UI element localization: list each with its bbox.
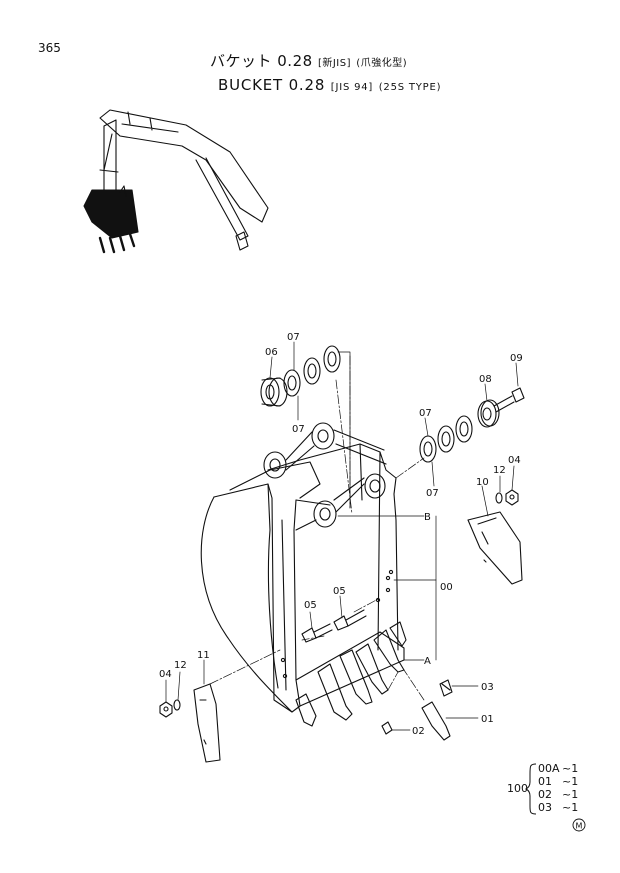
- title-jp-standard: [新JIS]: [317, 58, 352, 69]
- part-07-shims-right: [419, 415, 473, 463]
- callout-11: 11: [197, 650, 210, 661]
- bucket-teeth: [295, 621, 407, 727]
- callout-08: 08: [479, 374, 492, 385]
- part-09-bolt: [493, 387, 525, 413]
- page-number: 365: [38, 41, 61, 55]
- part-04-nut-right: [505, 489, 519, 506]
- callout-12-right: 12: [493, 465, 506, 476]
- callout-04-right: 04: [508, 455, 521, 466]
- callout-06: 06: [265, 347, 278, 358]
- callout-02: 02: [412, 726, 425, 737]
- callout-10: 10: [476, 477, 489, 488]
- part-05-bolts: [301, 609, 367, 643]
- callout-03: 03: [481, 682, 494, 693]
- callout-12-left: 12: [174, 660, 187, 671]
- assembly-row-qty: ~1: [562, 762, 578, 775]
- callout-07-d: 07: [426, 488, 439, 499]
- callout-04-left: 04: [159, 669, 172, 680]
- callout-05-a: 05: [304, 600, 317, 611]
- part-01-tooth-point: [421, 701, 451, 741]
- part-12-washer-left: [173, 699, 181, 711]
- assembly-row-qty: ~1: [562, 788, 578, 801]
- assembly-row-code: 02: [538, 788, 552, 801]
- title-en-main: BUCKET 0.28: [218, 76, 326, 94]
- callout-07-c: 07: [419, 408, 432, 419]
- assembly-parent: 100: [507, 782, 528, 795]
- ref-B: B: [424, 512, 431, 523]
- part-06-bush: [260, 377, 288, 407]
- callout-01: 01: [481, 714, 494, 725]
- excavator-thumbnail: [83, 109, 269, 254]
- title-jp-type: (爪強化型): [356, 58, 408, 69]
- assembly-brace: [524, 763, 537, 815]
- assembly-row-code: 01: [538, 775, 552, 788]
- title-en-standard: [JIS 94]: [330, 82, 374, 93]
- mark-letter: M: [576, 822, 583, 831]
- ref-A: A: [424, 656, 431, 667]
- title-english: BUCKET 0.28 [JIS 94] (25S TYPE): [218, 76, 441, 94]
- part-02-lock: [381, 721, 393, 735]
- callout-00: 00: [440, 582, 453, 593]
- part-03-pin: [439, 679, 453, 697]
- part-10-side-cutter: [467, 511, 523, 585]
- callout-07-b: 07: [292, 424, 305, 435]
- assembly-table: 100 00A ~1 01 ~1 02 ~1 03 ~1: [507, 762, 578, 815]
- title-japanese: バケット 0.28 [新JIS] (爪強化型): [210, 50, 407, 71]
- bucket-body: [200, 422, 405, 713]
- callout-05-b: 05: [333, 586, 346, 597]
- assembly-row-code: 00A: [538, 762, 560, 775]
- part-11-side-cutter: [193, 683, 221, 763]
- center-lines: [209, 355, 425, 701]
- assembly-row-code: 03: [538, 801, 552, 814]
- assembly-row-qty: ~1: [562, 801, 578, 814]
- assembly-row-qty: ~1: [562, 775, 578, 788]
- title-jp-main: バケット 0.28: [210, 52, 313, 70]
- part-07-shims-left: [283, 345, 341, 397]
- circled-m-mark: M: [572, 818, 586, 832]
- part-04-nut-left: [159, 701, 173, 718]
- title-en-type: (25S TYPE): [378, 82, 442, 93]
- callout-07-a: 07: [287, 332, 300, 343]
- part-08-washer: [477, 399, 500, 428]
- part-12-washer-right: [495, 492, 503, 504]
- callout-09: 09: [510, 353, 523, 364]
- callout-labels: 06 07 07 07 07 08 09 04 12 10 B 00 A 05 …: [159, 332, 523, 737]
- leader-lines: [165, 341, 519, 731]
